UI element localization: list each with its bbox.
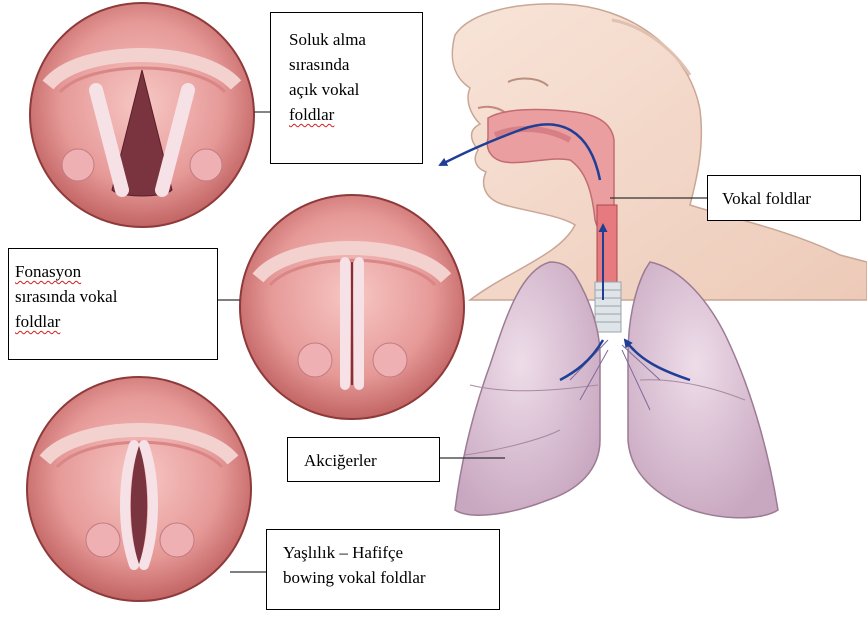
callout-line: bowing vokal foldlar [283,565,499,590]
vocal-folds-phonation-view [240,195,464,419]
vocal-folds-open-view [30,3,254,227]
callout-line: Yaşlılık – Hafifçe [283,540,499,565]
callout-line: Vokal foldlar [722,186,860,211]
callout-lungs: Akciğerler [287,437,440,482]
callout-line: sırasında [289,52,422,77]
callout-line: foldlar [15,309,217,334]
callout-line: sırasında vokal [15,284,217,309]
callout-line: Akciğerler [304,448,439,473]
vocal-folds-aging-view [27,377,251,601]
callout-line: Soluk alma [289,27,422,52]
trachea [595,205,621,332]
callout-line: foldlar [289,102,422,127]
callout-vocal-folds: Vokal foldlar [707,175,861,221]
callout-line: açık vokal [289,77,422,102]
callout-breathing-open-folds: Soluk alma sırasında açık vokal foldlar [270,12,423,164]
callout-line: Fonasyon [15,259,217,284]
callout-aging-bowing-folds: Yaşlılık – Hafifçe bowing vokal foldlar [266,529,500,610]
callout-phonation-folds: Fonasyon sırasında vokal foldlar [8,248,218,360]
